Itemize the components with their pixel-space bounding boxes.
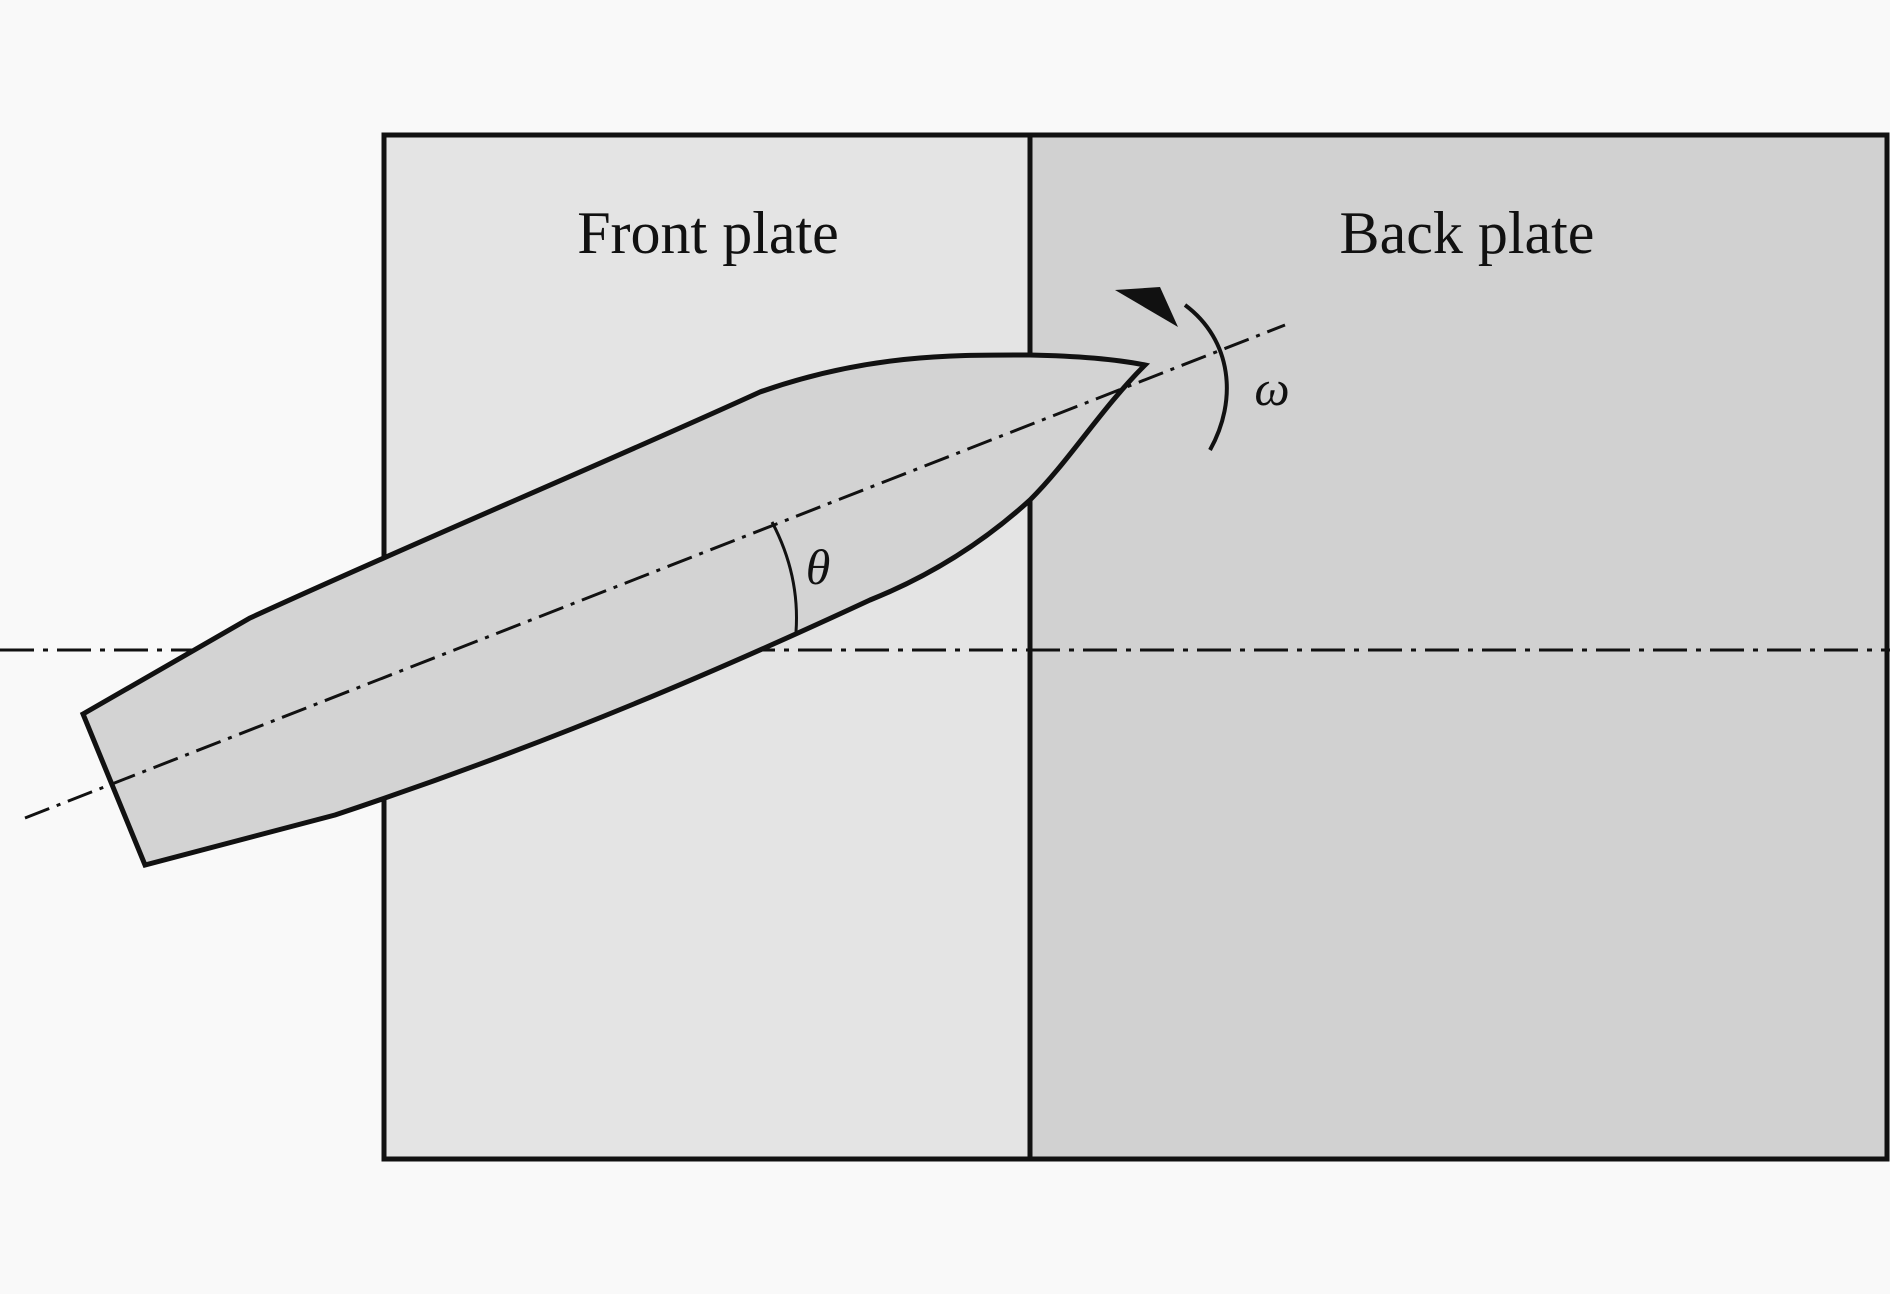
projectile-axis-line <box>24 323 1286 820</box>
back-plate-label: Back plate <box>1340 200 1595 266</box>
rotation-arc <box>1183 303 1229 451</box>
angle-arc <box>770 521 798 633</box>
rotation-arrow-head-icon <box>1115 287 1178 327</box>
angle-symbol: θ <box>806 539 831 595</box>
back-plate <box>1027 132 1890 1162</box>
angular-velocity-symbol: ω <box>1254 360 1289 416</box>
projectile <box>79 352 1151 868</box>
front-plate-label: Front plate <box>577 200 839 266</box>
